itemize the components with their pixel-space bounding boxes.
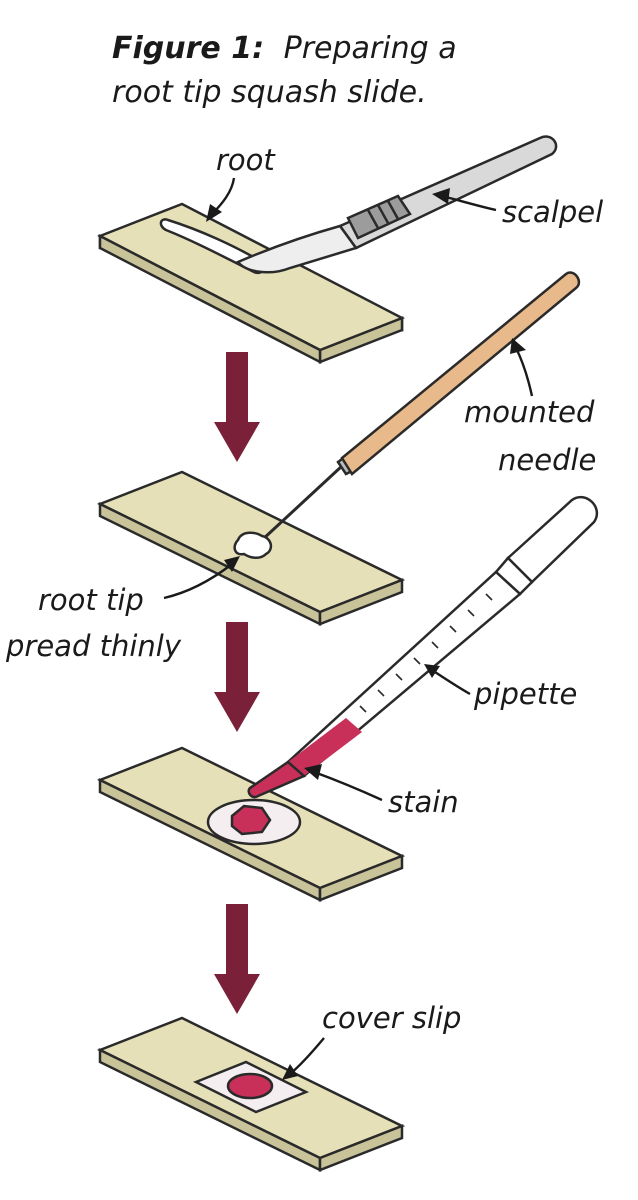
step1-slide	[96, 202, 406, 365]
cover-slip-leader-arrowhead	[282, 1064, 298, 1080]
pipette-leader	[431, 669, 471, 696]
title-line1: Preparing a	[284, 31, 457, 66]
label-root: root	[216, 143, 276, 177]
label-spread-thinly: pread thinly	[5, 629, 182, 663]
label-needle: needle	[498, 443, 596, 477]
down-arrow-3	[214, 904, 260, 1014]
root-leader-arrowhead	[206, 204, 222, 222]
down-arrow-2	[214, 622, 260, 732]
figure-title: Figure 1: Preparing a root tip squash sl…	[112, 31, 457, 110]
stain-drop	[206, 798, 302, 846]
label-stain: stain	[388, 785, 459, 819]
root-tip-leader	[163, 563, 233, 600]
label-pipette: pipette	[473, 677, 577, 711]
label-cover-slip: cover slip	[322, 1001, 461, 1035]
label-root-tip: root tip	[38, 583, 144, 617]
root-tip-leader-arrowhead	[224, 556, 240, 572]
title-bold: Figure 1:	[112, 31, 264, 66]
label-mounted: mounted	[464, 395, 595, 429]
title-line2: root tip squash slide.	[112, 75, 427, 110]
cover-slip-leader	[289, 1037, 325, 1075]
needle-leader-arrowhead	[510, 338, 526, 354]
root-tip-spread	[233, 531, 273, 559]
pipette-tool	[247, 496, 598, 799]
svg-text:Figure 1: Preparing a: Figure 1: Preparing a	[112, 31, 457, 66]
mounted-needle-tool	[260, 271, 581, 542]
cover-slip	[192, 1060, 310, 1114]
stain-leader-arrowhead	[304, 764, 322, 780]
label-scalpel: scalpel	[502, 195, 603, 229]
stain-leader	[313, 770, 383, 802]
down-arrow-1	[214, 352, 260, 462]
needle-leader	[514, 347, 534, 397]
scalpel-leader-arrowhead	[432, 188, 450, 204]
pipette-leader-arrowhead	[424, 664, 440, 678]
